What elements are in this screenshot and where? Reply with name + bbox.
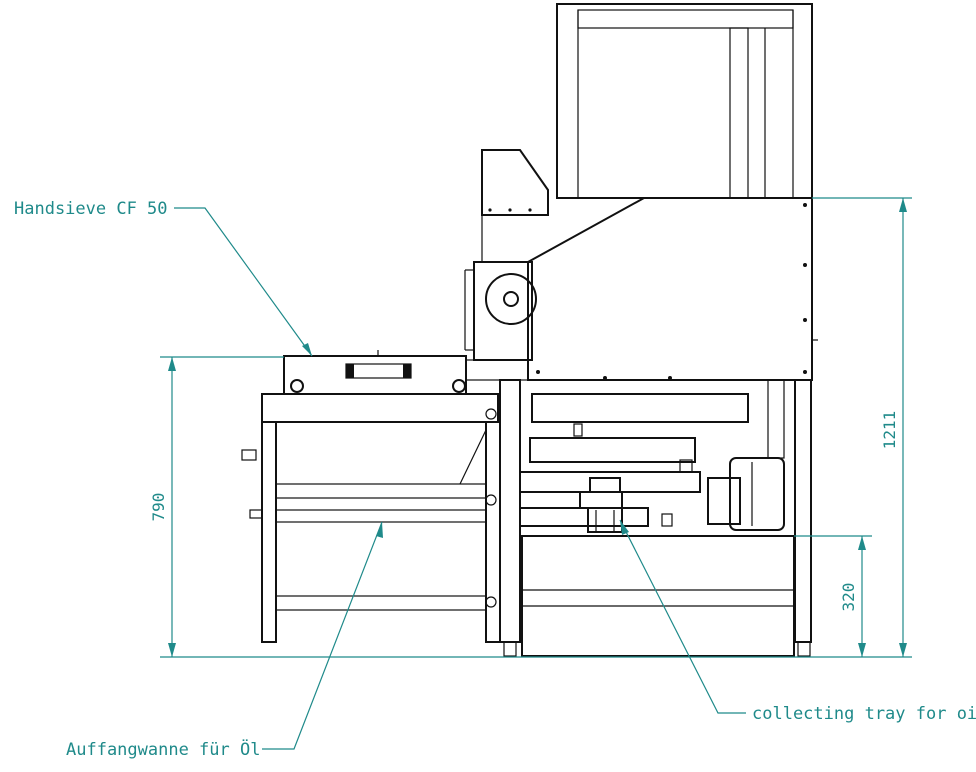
dimension-320-label: 320 <box>839 583 858 612</box>
auffangwanne-leader <box>262 521 383 750</box>
motor-housing <box>464 149 549 381</box>
main-housing <box>527 197 818 381</box>
collecting-tray-leader <box>619 519 746 714</box>
dimension-790 <box>160 356 284 657</box>
handsieve-label: Handsieve CF 50 <box>14 199 168 219</box>
dimension-790-label: 790 <box>149 493 168 522</box>
auffangwanne-label: Auffangwanne für Öl <box>66 738 260 760</box>
dimension-320 <box>794 535 872 657</box>
dimension-1211 <box>812 197 912 657</box>
drive-motor <box>707 457 785 531</box>
handsieve <box>283 350 467 395</box>
oil-tray <box>521 535 795 657</box>
handsieve-leader <box>174 207 313 357</box>
dimension-1211-label: 1211 <box>880 411 899 450</box>
collecting-tray-label: collecting tray for oil <box>752 704 976 724</box>
spindle <box>579 477 623 533</box>
lower-frame <box>499 379 812 657</box>
left-table <box>241 393 501 643</box>
upper-frame <box>556 3 813 199</box>
